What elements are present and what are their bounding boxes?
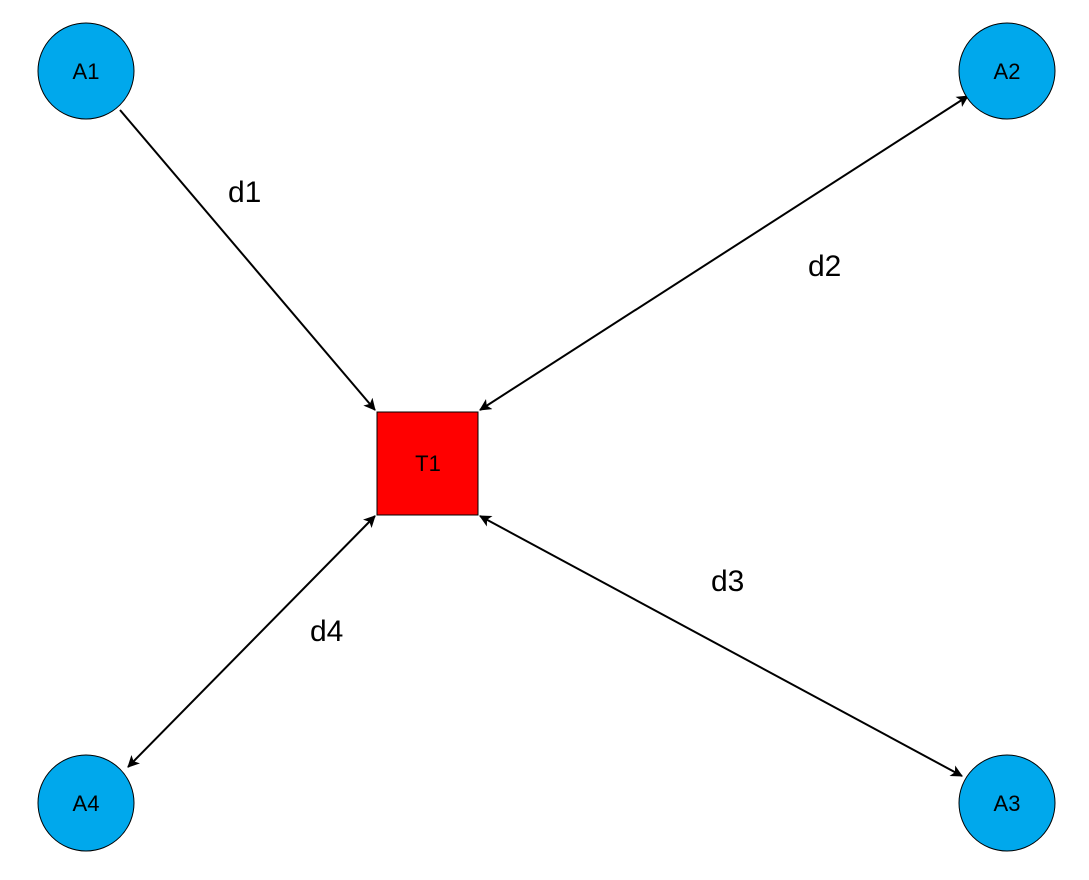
node-a2-label: A2 xyxy=(994,59,1021,84)
edge-label-d4: d4 xyxy=(310,615,343,648)
edge-d1-arrow xyxy=(119,109,376,411)
node-a3-circle xyxy=(958,754,1056,852)
node-a3: A3 xyxy=(958,754,1056,852)
node-a1: A1 xyxy=(37,22,135,120)
edge-d2-arrow xyxy=(479,95,969,411)
node-a4: A4 xyxy=(37,754,135,852)
node-a2: A2 xyxy=(958,22,1056,120)
edge-label-d2: d2 xyxy=(808,250,841,283)
node-a3-label: A3 xyxy=(994,791,1021,816)
edge-d3-arrow xyxy=(479,515,963,777)
node-a2-circle xyxy=(958,22,1056,120)
edge-label-d1: d1 xyxy=(228,176,261,209)
node-a1-label: A1 xyxy=(73,59,100,84)
node-t1-square xyxy=(376,411,479,516)
node-t1-label: T1 xyxy=(415,451,441,476)
node-a1-circle xyxy=(37,22,135,120)
node-a4-circle xyxy=(37,754,135,852)
node-a4-label: A4 xyxy=(73,791,100,816)
node-t1: T1 xyxy=(376,411,479,516)
edge-d4-arrow xyxy=(127,515,376,768)
edge-label-d3: d3 xyxy=(711,565,744,598)
